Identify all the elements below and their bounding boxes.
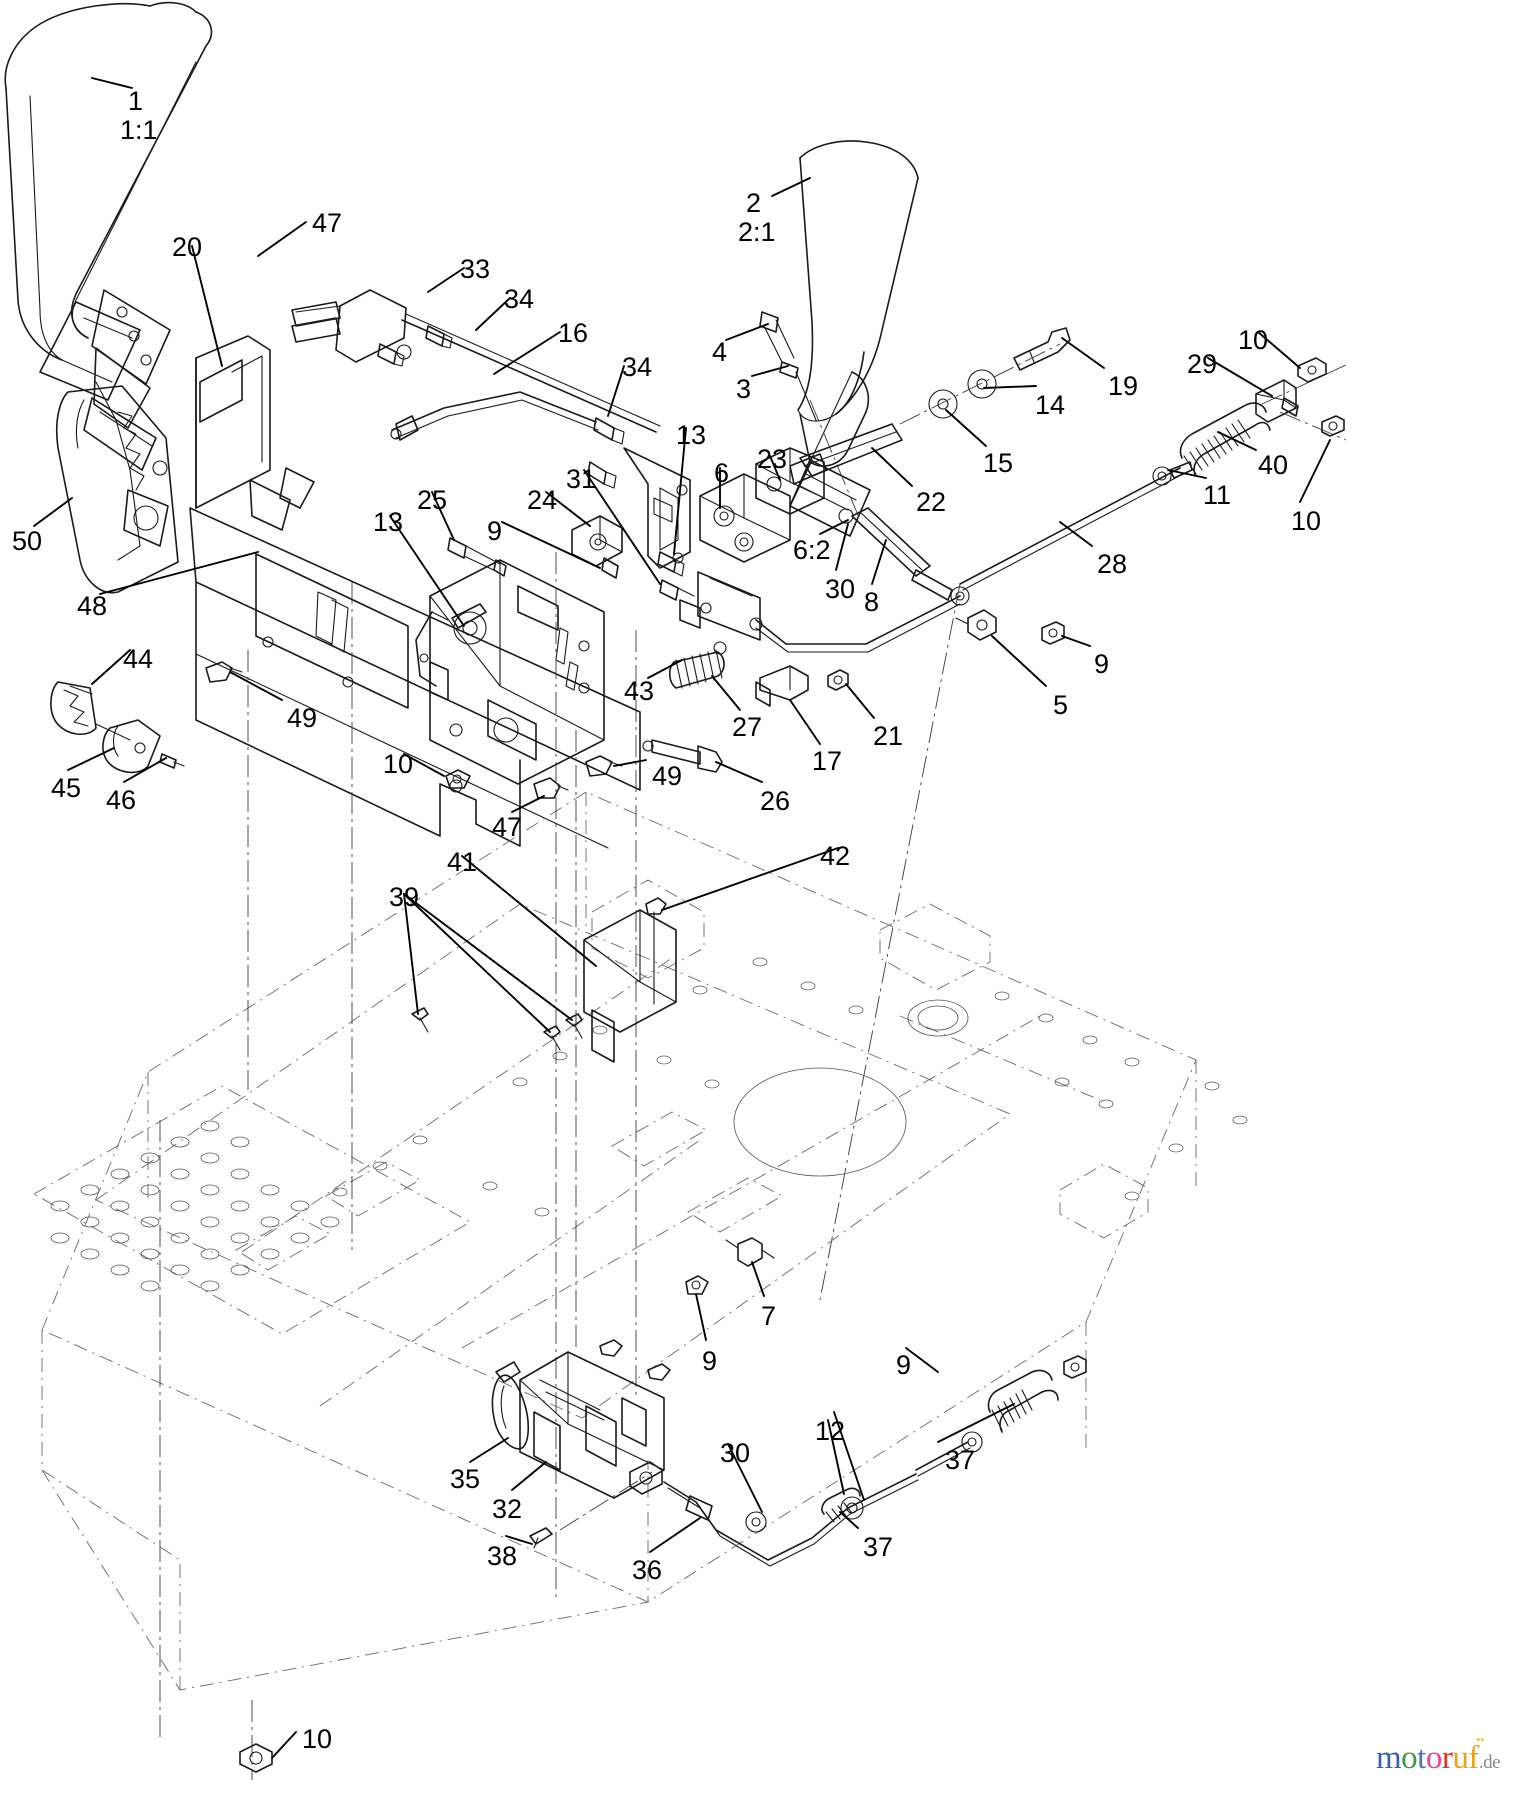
- callout-10-a: 10: [1238, 325, 1269, 355]
- callout-17: 17: [812, 746, 843, 776]
- callout-42: 42: [820, 841, 851, 871]
- callout-34-a: 34: [504, 284, 535, 314]
- hydro-pump-assembly: [239, 1339, 1087, 1773]
- handle-lever-left: [4, 1, 213, 471]
- callout-37-b: 37: [863, 1532, 894, 1562]
- callout-49-b: 49: [652, 761, 683, 791]
- callout-46: 46: [106, 785, 137, 815]
- logo-letter-f: f: [1468, 1740, 1479, 1776]
- callout-13-a: 13: [676, 420, 707, 450]
- logo-letter-r: r: [1441, 1740, 1453, 1776]
- callout-9-c: 9: [702, 1346, 718, 1376]
- callout-22: 22: [916, 487, 947, 517]
- callout-4: 4: [712, 337, 728, 367]
- callout-33: 33: [460, 254, 491, 284]
- callout-1-1: 1:1: [120, 115, 158, 145]
- callout-13-b: 13: [373, 507, 404, 537]
- linkage-rod-16: [377, 313, 691, 569]
- callout-39: 39: [389, 882, 420, 912]
- callout-47-b: 47: [492, 812, 523, 842]
- callout-1: 1: [128, 86, 144, 116]
- callout-21: 21: [873, 721, 904, 751]
- callout-16: 16: [558, 318, 589, 348]
- callout-28: 28: [1097, 549, 1128, 579]
- callout-9-d: 9: [896, 1350, 912, 1380]
- callout-9-a: 9: [487, 516, 503, 546]
- callout-50: 50: [12, 526, 43, 556]
- callout-40: 40: [1258, 450, 1289, 480]
- lower-fasteners-7-9: [685, 1237, 775, 1295]
- callout-19: 19: [1108, 371, 1139, 401]
- callout-2-1: 2:1: [738, 217, 776, 247]
- callout-15: 15: [983, 448, 1014, 478]
- switch-box-41: [159, 552, 677, 1780]
- logo-letter-o1: o: [1401, 1740, 1418, 1776]
- callout-44: 44: [123, 644, 154, 674]
- logo-letter-u: u: [1452, 1740, 1469, 1776]
- callout-8: 8: [864, 587, 880, 617]
- callout-49-a: 49: [287, 703, 318, 733]
- control-console-bracket: [55, 289, 641, 849]
- callout-7: 7: [761, 1301, 777, 1331]
- callout-41: 41: [447, 847, 478, 877]
- logo-letter-t: t: [1417, 1740, 1426, 1776]
- callout-6: 6: [714, 458, 730, 488]
- callout-23: 23: [757, 444, 788, 474]
- chassis-frame-phantom: [33, 791, 1248, 1691]
- logo-letter-m: m: [1376, 1740, 1402, 1776]
- callout-34-b: 34: [622, 352, 653, 382]
- logo-dots-icon: ••: [1476, 1732, 1485, 1747]
- callout-24: 24: [527, 485, 558, 515]
- callout-6-2: 6:2: [793, 535, 831, 565]
- callout-11: 11: [1203, 480, 1232, 510]
- callout-27: 27: [732, 712, 763, 742]
- callout-10-b: 10: [1291, 506, 1322, 536]
- callout-37-a: 37: [945, 1445, 976, 1475]
- callout-10-d: 10: [302, 1724, 333, 1754]
- rod-28-spring-40: [755, 327, 1349, 1301]
- callout-25: 25: [417, 485, 448, 515]
- motoruf-watermark: motoruf.de ••: [1376, 1733, 1501, 1776]
- callout-48: 48: [77, 591, 108, 621]
- leader-lines: [33, 77, 1331, 1759]
- callout-2: 2: [746, 188, 762, 218]
- center-linkage-cluster: [447, 423, 903, 641]
- callout-14: 14: [1035, 390, 1066, 420]
- callout-30-a: 30: [825, 574, 856, 604]
- callout-3: 3: [736, 374, 752, 404]
- callout-12: 12: [815, 1416, 846, 1446]
- callout-29: 29: [1187, 349, 1218, 379]
- callout-9-b: 9: [1094, 649, 1110, 679]
- callout-47-a: 47: [312, 208, 343, 238]
- callout-31: 31: [566, 464, 597, 494]
- callout-26: 26: [760, 786, 791, 816]
- callout-5: 5: [1053, 690, 1069, 720]
- logo-letter-o2: o: [1425, 1740, 1443, 1776]
- callout-30-b: 30: [720, 1438, 751, 1468]
- spring-27-bracket-17: [50, 641, 849, 799]
- callout-43: 43: [624, 676, 655, 706]
- logo-suffix: .de: [1478, 1752, 1501, 1773]
- callout-36: 36: [632, 1555, 663, 1585]
- callout-10-c: 10: [383, 749, 414, 779]
- callout-38: 38: [487, 1541, 518, 1571]
- callout-20: 20: [172, 232, 203, 262]
- callout-45: 45: [51, 773, 82, 803]
- callout-32: 32: [492, 1494, 523, 1524]
- callout-35: 35: [450, 1464, 481, 1494]
